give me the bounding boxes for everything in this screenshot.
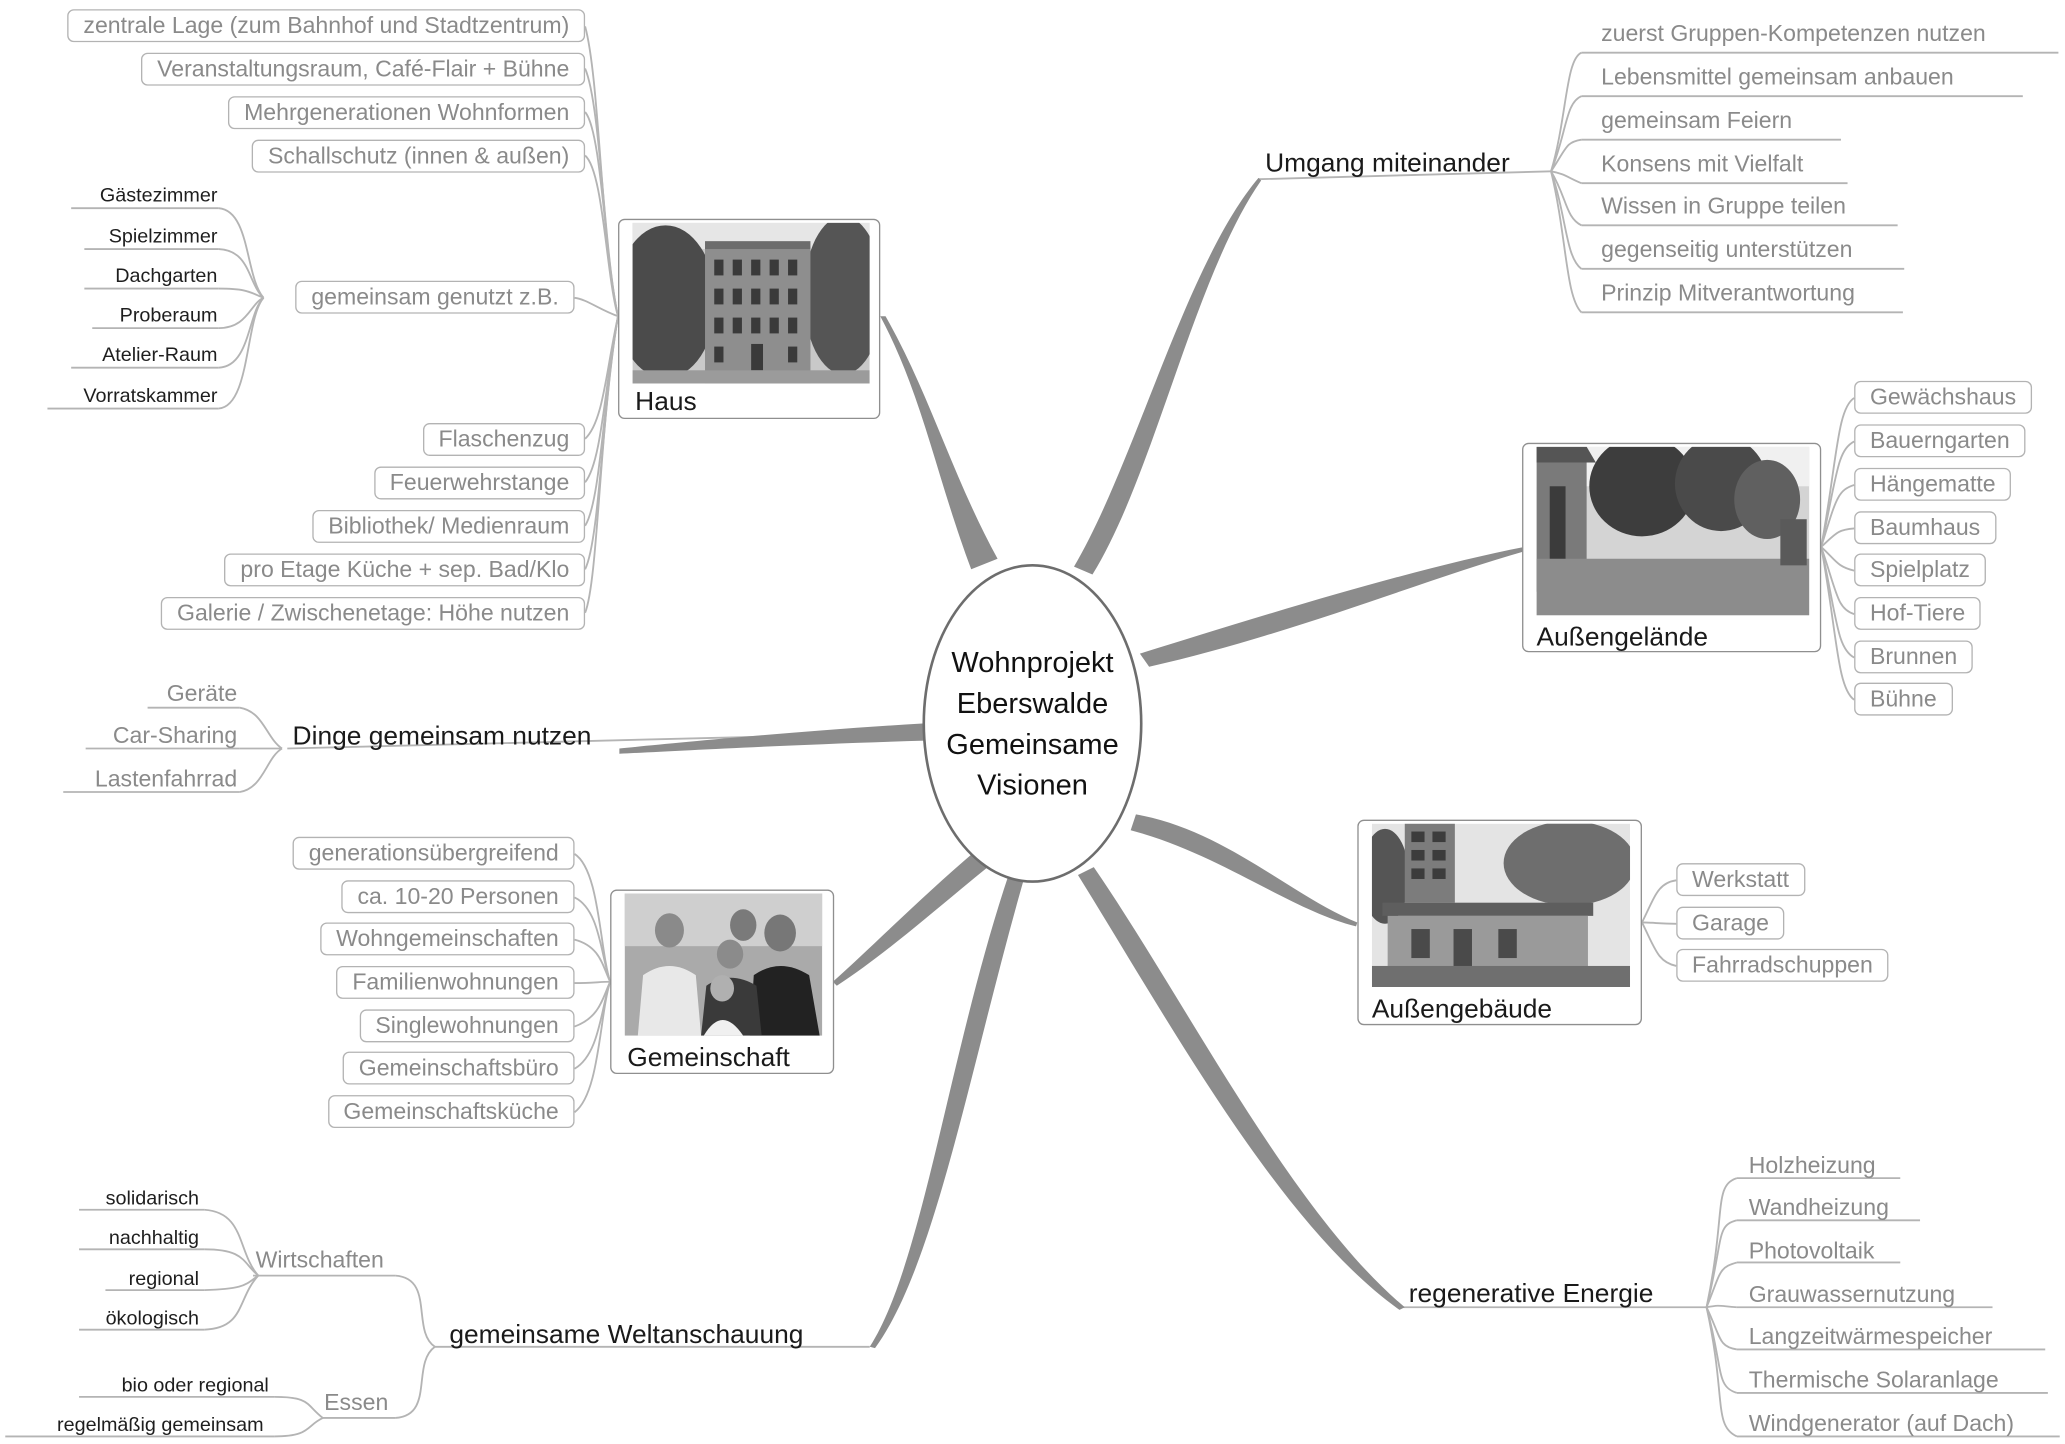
house-photo xyxy=(632,222,870,384)
weltanschauung-title[interactable]: gemeinsame Weltanschauung xyxy=(449,1320,804,1350)
shared-room-item[interactable]: Vorratskammer xyxy=(83,384,218,408)
gemeinschaft-item[interactable]: Gemeinschaftsküche xyxy=(327,1095,575,1129)
haus-item[interactable]: Bibliothek/ Medienraum xyxy=(312,509,586,543)
umgang-item[interactable]: gemeinsam Feiern xyxy=(1601,106,1793,134)
energie-title[interactable]: regenerative Energie xyxy=(1408,1279,1654,1309)
gemeinschaft-item[interactable]: Singlewohnungen xyxy=(359,1009,575,1043)
energie-item[interactable]: Thermische Solaranlage xyxy=(1748,1366,1999,1393)
aussengebaeude-item[interactable]: Garage xyxy=(1676,906,1785,940)
wirtschaften-item[interactable]: solidarisch xyxy=(105,1187,199,1210)
aussengelaende-item[interactable]: Hof-Tiere xyxy=(1854,596,1982,630)
aussengelaende-item[interactable]: Spielplatz xyxy=(1854,553,1986,587)
haus-item[interactable]: Galerie / Zwischenetage: Höhe nutzen xyxy=(161,596,586,630)
aussengebaeude-item[interactable]: Fahrradschuppen xyxy=(1676,948,1889,982)
wirtschaften-item[interactable]: nachhaltig xyxy=(108,1226,199,1250)
gemeinschaft-item[interactable]: Wohngemeinschaften xyxy=(320,922,575,956)
umgang-item[interactable]: Lebensmittel gemeinsam anbauen xyxy=(1601,63,1954,90)
center-line-4: Visionen xyxy=(977,768,1088,802)
wirtschaften-item[interactable]: regional xyxy=(128,1267,199,1291)
central-topic[interactable]: Wohnprojekt Eberswalde Gemeinsame Vision… xyxy=(922,564,1143,883)
gemeinschaft-title: Gemeinschaft xyxy=(627,1043,790,1073)
energie-item[interactable]: Holzheizung xyxy=(1748,1151,1876,1179)
aussengelaende-title: Außengelände xyxy=(1536,623,1709,653)
energie-item[interactable]: Windgenerator (auf Dach) xyxy=(1748,1410,2015,1437)
haus-item[interactable]: zentrale Lage (zum Bahnhof und Stadtzent… xyxy=(67,9,586,43)
dinge-item[interactable]: Car-Sharing xyxy=(112,722,238,749)
haus-shared-label[interactable]: gemeinsam genutzt z.B. xyxy=(295,280,575,314)
essen-item[interactable]: bio oder regional xyxy=(121,1374,269,1397)
umgang-item[interactable]: Konsens mit Vielfalt xyxy=(1601,150,1804,177)
energie-item[interactable]: Langzeitwärmespeicher xyxy=(1748,1323,1993,1350)
aussengebaeude-card[interactable]: Außengebäude xyxy=(1357,819,1642,1026)
shared-room-item[interactable]: Proberaum xyxy=(119,304,218,327)
haus-item[interactable]: pro Etage Küche + sep. Bad/Klo xyxy=(224,553,586,587)
gemeinschaft-card[interactable]: Gemeinschaft xyxy=(610,889,835,1075)
dinge-title[interactable]: Dinge gemeinsam nutzen xyxy=(292,722,592,752)
aussengelaende-item[interactable]: Brunnen xyxy=(1854,640,1973,674)
energie-item[interactable]: Photovoltaik xyxy=(1748,1237,1875,1264)
gemeinschaft-item[interactable]: Familienwohnungen xyxy=(336,965,575,999)
outbuilding-photo xyxy=(1371,823,1631,988)
umgang-item[interactable]: Prinzip Mitverantwortung xyxy=(1601,279,1855,306)
aussengelaende-item[interactable]: Gewächshaus xyxy=(1854,380,2032,414)
gemeinschaft-item[interactable]: generationsübergreifend xyxy=(292,836,575,870)
shared-room-item[interactable]: Dachgarten xyxy=(115,264,218,288)
wirtschaften-item[interactable]: ökologisch xyxy=(105,1307,199,1330)
shared-room-item[interactable]: Gästezimmer xyxy=(99,184,218,207)
umgang-item[interactable]: Wissen in Gruppe teilen xyxy=(1601,192,1846,219)
aussengelaende-item[interactable]: Hängematte xyxy=(1854,467,2012,501)
energie-item[interactable]: Grauwassernutzung xyxy=(1748,1280,1956,1308)
haus-item[interactable]: Mehrgenerationen Wohnformen xyxy=(228,96,586,130)
center-line-3: Gemeinsame xyxy=(946,727,1119,761)
aussengebaeude-title: Außengebäude xyxy=(1371,994,1553,1024)
essen-label[interactable]: Essen xyxy=(324,1388,389,1416)
haus-card[interactable]: Haus xyxy=(618,218,881,420)
haus-title: Haus xyxy=(635,387,697,417)
dinge-item[interactable]: Lastenfahrrad xyxy=(94,765,238,792)
umgang-title[interactable]: Umgang miteinander xyxy=(1265,148,1510,178)
dinge-item[interactable]: Geräte xyxy=(166,679,238,707)
aussengelaende-item[interactable]: Bühne xyxy=(1854,682,1953,716)
haus-item[interactable]: Flaschenzug xyxy=(422,423,586,456)
gemeinschaft-item[interactable]: Gemeinschaftsbüro xyxy=(342,1051,575,1085)
center-line-2: Eberswalde xyxy=(956,686,1109,720)
energie-item[interactable]: Wandheizung xyxy=(1748,1193,1889,1221)
haus-item[interactable]: Feuerwehrstange xyxy=(373,466,586,500)
shared-room-item[interactable]: Spielzimmer xyxy=(108,225,218,248)
aussengelaende-item[interactable]: Baumhaus xyxy=(1854,511,1997,545)
haus-item[interactable]: Veranstaltungsraum, Café-Flair + Bühne xyxy=(141,52,586,86)
center-line-1: Wohnprojekt xyxy=(951,645,1114,679)
haus-item[interactable]: Schallschutz (innen & außen) xyxy=(252,139,586,173)
umgang-item[interactable]: gegenseitig unterstützen xyxy=(1601,235,1853,263)
essen-item[interactable]: regelmäßig gemeinsam xyxy=(57,1413,264,1437)
garden-photo xyxy=(1536,446,1810,616)
wirtschaften-label[interactable]: Wirtschaften xyxy=(255,1246,384,1273)
aussengelaende-item[interactable]: Bauerngarten xyxy=(1854,424,2026,458)
aussengebaeude-item[interactable]: Werkstatt xyxy=(1676,863,1805,897)
aussengelaende-card[interactable]: Außengelände xyxy=(1522,442,1822,653)
gemeinschaft-item[interactable]: ca. 10-20 Personen xyxy=(341,880,575,914)
group-photo xyxy=(624,893,823,1036)
umgang-item[interactable]: zuerst Gruppen-Kompetenzen nutzen xyxy=(1601,19,1986,47)
shared-room-item[interactable]: Atelier-Raum xyxy=(102,343,218,367)
